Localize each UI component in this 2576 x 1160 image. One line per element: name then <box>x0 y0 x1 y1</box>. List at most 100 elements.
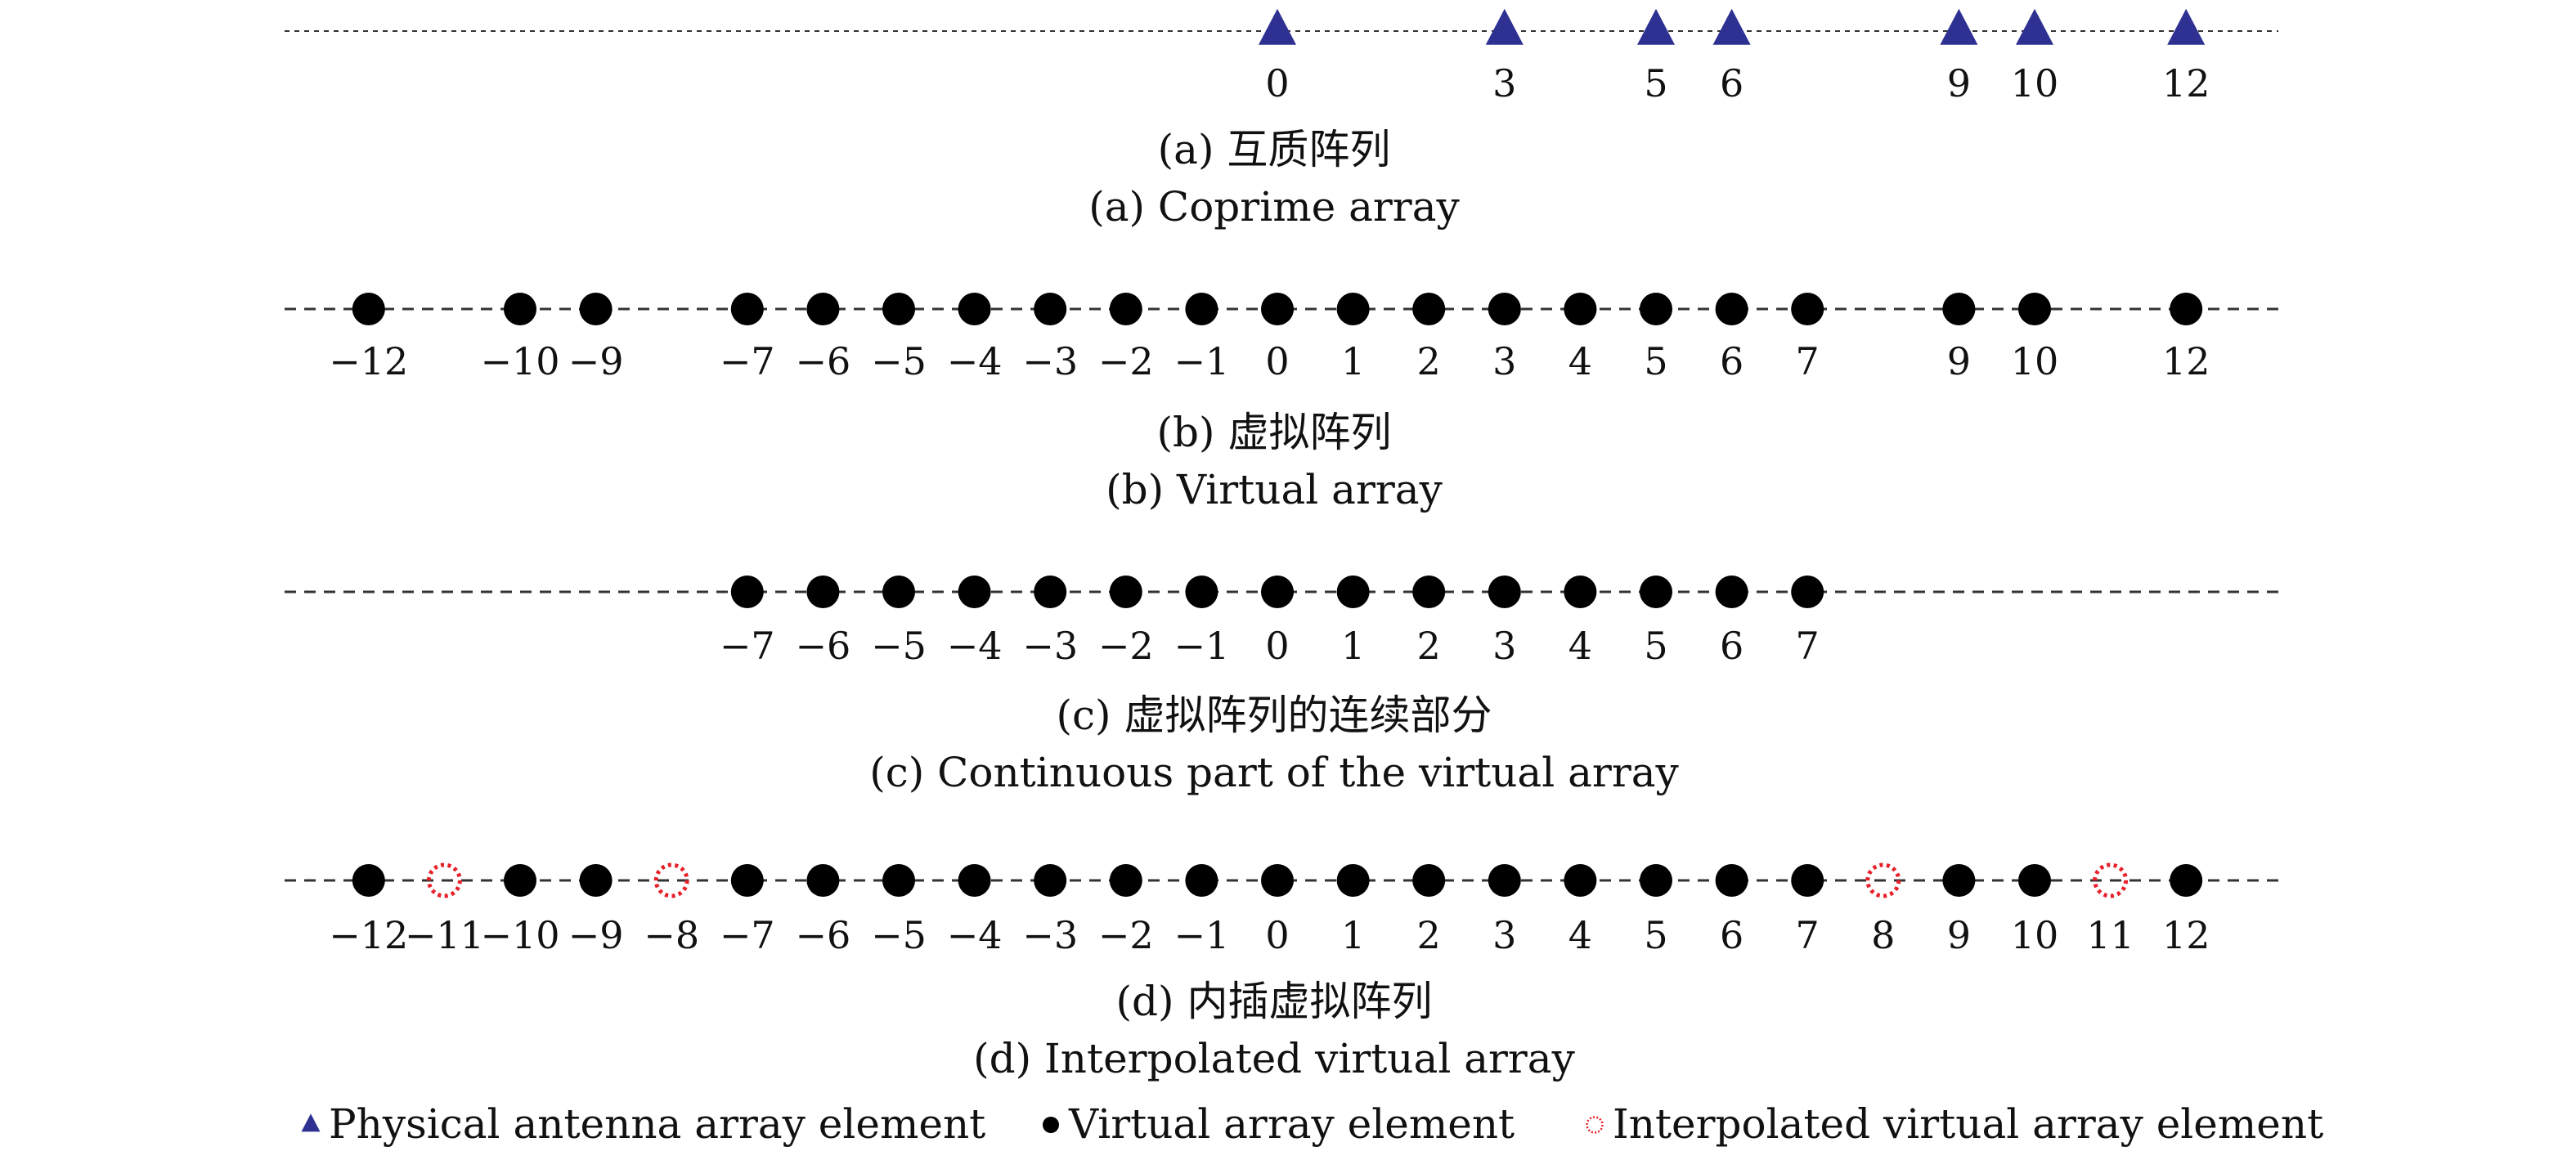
virtual-element <box>806 864 840 897</box>
element-label: 2 <box>1417 339 1441 383</box>
interpolated-element <box>426 862 462 898</box>
virtual-element <box>504 864 536 897</box>
virtual-element <box>352 864 385 897</box>
physical-element <box>2016 8 2053 45</box>
virtual-element <box>579 864 613 897</box>
virtual-element <box>1185 864 1218 897</box>
element-label: −3 <box>1022 339 1078 383</box>
element-label: −1 <box>1174 624 1229 668</box>
virtual-element <box>1564 576 1597 608</box>
virtual-legend-marker <box>1043 1117 1059 1133</box>
element-label: −10 <box>480 339 559 383</box>
virtual-element <box>352 293 385 325</box>
element-label: 5 <box>1644 61 1667 105</box>
element-label: −5 <box>871 339 927 383</box>
virtual-element <box>1185 576 1218 608</box>
element-label: −11 <box>405 913 484 957</box>
virtual-element <box>1109 576 1142 608</box>
element-label: 4 <box>1568 624 1592 668</box>
element-label: 9 <box>1947 913 1971 957</box>
element-label: 7 <box>1796 624 1820 668</box>
element-label: −6 <box>795 913 850 957</box>
virtual-element <box>1109 293 1142 325</box>
element-label: 5 <box>1644 913 1667 957</box>
virtual-element <box>1034 864 1067 897</box>
caption-en: (a) Coprime array <box>1088 183 1460 231</box>
virtual-element <box>1336 864 1370 897</box>
element-label: 2 <box>1417 624 1441 668</box>
element-label: −12 <box>329 339 408 383</box>
virtual-element <box>730 293 764 325</box>
virtual-element <box>730 864 764 897</box>
element-label: −10 <box>480 913 559 957</box>
element-label: 0 <box>1265 624 1289 668</box>
virtual-element <box>1488 576 1521 608</box>
element-label: 12 <box>2162 339 2210 383</box>
caption-cn: (a) 互质阵列 <box>1158 126 1391 173</box>
element-label: 10 <box>2011 339 2059 383</box>
virtual-element <box>1942 864 1976 897</box>
virtual-element <box>1791 864 1824 897</box>
element-label: 1 <box>1341 913 1365 957</box>
virtual-element <box>1336 576 1370 608</box>
virtual-element <box>2018 293 2051 325</box>
element-label: −2 <box>1098 339 1154 383</box>
virtual-element <box>958 864 991 897</box>
virtual-element <box>1034 576 1067 608</box>
element-label: −9 <box>568 339 624 383</box>
virtual-element <box>1185 293 1218 325</box>
physical-element <box>1712 8 1751 45</box>
element-label: −2 <box>1098 624 1154 668</box>
element-label: 5 <box>1644 624 1667 668</box>
element-label: 8 <box>1871 913 1895 957</box>
virtual-element <box>1791 293 1824 325</box>
element-label: −7 <box>720 913 775 957</box>
virtual-element <box>1261 576 1294 608</box>
element-label: 4 <box>1568 339 1592 383</box>
element-label: −5 <box>871 624 927 668</box>
virtual-element <box>1261 293 1294 325</box>
element-label: 7 <box>1796 339 1820 383</box>
virtual-element <box>1412 293 1446 325</box>
element-label: 3 <box>1492 913 1516 957</box>
virtual-element <box>504 293 536 325</box>
element-label: 12 <box>2162 61 2210 105</box>
virtual-element <box>1942 293 1976 325</box>
caption-en: (d) Interpolated virtual array <box>973 1035 1575 1082</box>
virtual-element <box>2170 864 2203 897</box>
element-label: −1 <box>1174 913 1229 957</box>
virtual-element <box>1488 864 1521 897</box>
element-label: 0 <box>1265 913 1289 957</box>
virtual-element <box>958 293 991 325</box>
element-label: −4 <box>947 624 1003 668</box>
interpolated-element <box>653 862 689 898</box>
element-label: 11 <box>2086 913 2134 957</box>
interpolated-element <box>1865 862 1901 898</box>
element-label: 6 <box>1720 339 1744 383</box>
element-label: 7 <box>1796 913 1820 957</box>
virtual-element <box>1488 293 1521 325</box>
virtual-element <box>2018 864 2051 897</box>
element-label: 0 <box>1265 61 1289 105</box>
virtual-element <box>958 576 991 608</box>
virtual-element <box>882 576 915 608</box>
caption-cn: (d) 内插虚拟阵列 <box>1116 978 1433 1025</box>
caption-cn: (c) 虚拟阵列的连续部分 <box>1057 692 1492 739</box>
legend-label: Physical antenna array element <box>329 1100 985 1148</box>
interpolated-element <box>2093 862 2129 898</box>
legend-label: Virtual array element <box>1068 1100 1515 1148</box>
element-label: −8 <box>644 913 699 957</box>
physical-element <box>1259 8 1296 45</box>
element-label: 0 <box>1265 339 1289 383</box>
legend-label: Interpolated virtual array element <box>1613 1100 2323 1148</box>
virtual-element <box>1412 864 1446 897</box>
element-label: 6 <box>1720 913 1744 957</box>
virtual-element <box>730 576 764 608</box>
element-label: 12 <box>2162 913 2210 957</box>
legend-item-physical: Physical antenna array element <box>301 1100 985 1148</box>
element-label: 3 <box>1492 624 1516 668</box>
